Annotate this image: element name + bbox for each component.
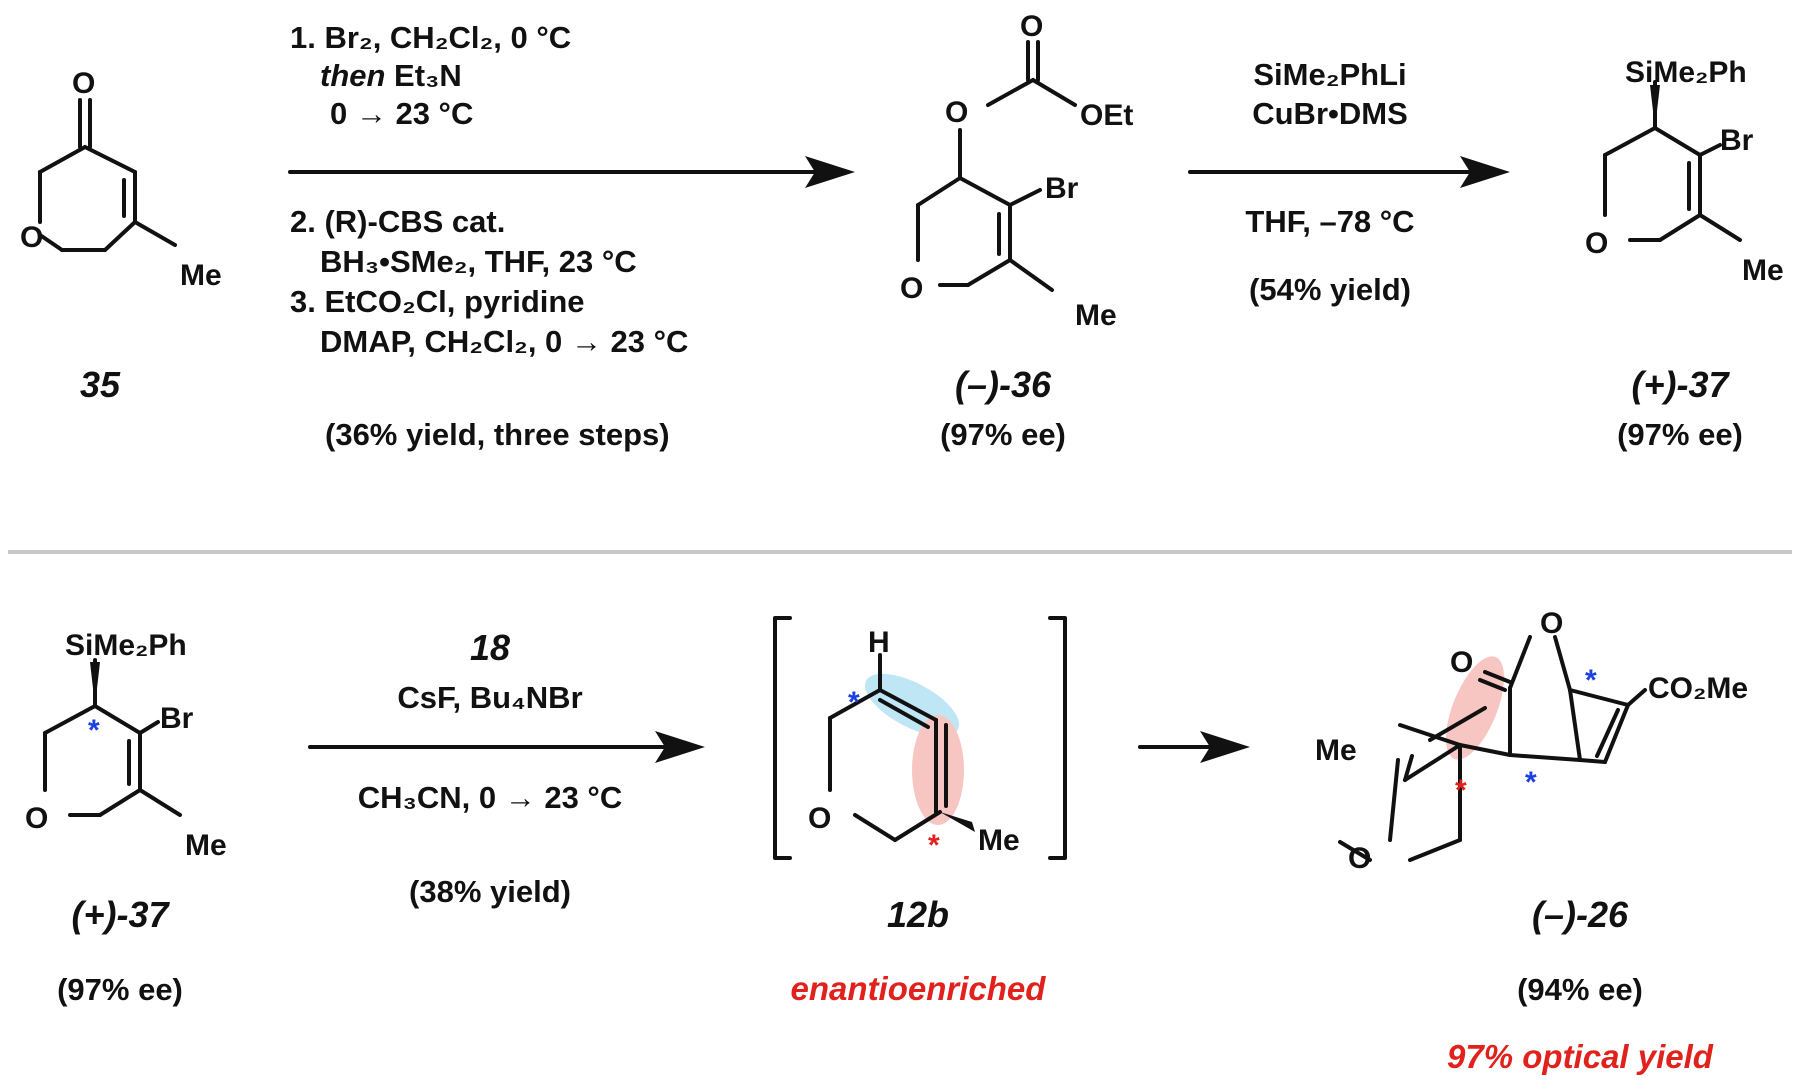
ring-oxygen-atom: O [20, 221, 43, 254]
step3-arrow [308, 731, 705, 763]
stereo-star-blue-1: * [1585, 664, 1597, 697]
reagent-18-label: 18 [470, 627, 510, 668]
step3-conditions: 18 CsF, Bu₄NBr CH₃CN, 0 → 23 °C (38% yie… [358, 627, 622, 909]
compound-37-top-structure: SiMe₂Ph Br O Me [1585, 56, 1784, 287]
compound-12b-label: 12b [887, 894, 949, 935]
step1-conditions: 1. Br₂, CH₂Cl₂, 0 °C then Et₃N 0 → 23 °C… [290, 20, 688, 452]
compound-36-structure: O O OEt Br O Me [900, 10, 1133, 332]
bridge-oxygen-atom: O [1540, 607, 1563, 640]
bromine-label: Br [1045, 172, 1079, 205]
compound-37-bottom-label: (+)-37 [71, 894, 170, 935]
stereo-star-blue-2: * [1525, 766, 1537, 799]
bromine-label: Br [1720, 124, 1754, 157]
step2-conditions: SiMe₂PhLi CuBr•DMS THF, –78 °C (54% yiel… [1245, 57, 1414, 307]
step1-line1: 1. Br₂, CH₂Cl₂, 0 °C [290, 20, 571, 55]
carbonyl-oxygen-atom: O [72, 67, 95, 100]
step1-line4: 2. (R)-CBS cat. [290, 204, 505, 239]
compound-37-top-label: (+)-37 [1631, 364, 1730, 405]
stereocenter-star-blue: * [88, 714, 100, 747]
compound-26-ee: (94% ee) [1517, 972, 1643, 1007]
methyl-label: Me [185, 829, 227, 862]
ring-oxygen-atom: O [1585, 227, 1608, 260]
compound-36-ee: (97% ee) [940, 417, 1066, 452]
silyl-label: SiMe₂Ph [65, 629, 187, 662]
compound-12b-structure: H O Me * * [773, 616, 1067, 862]
step2-line2: CuBr•DMS [1252, 96, 1408, 131]
stereo-star-blue: * [848, 686, 860, 719]
step3-yield: (38% yield) [409, 874, 571, 909]
step3-line2: CsF, Bu₄NBr [397, 680, 582, 715]
ring-oxygen-atom: O [900, 272, 923, 305]
step2-line1: SiMe₂PhLi [1253, 57, 1406, 92]
compound-26-structure: O O CO₂Me Me O * * * [1315, 607, 1748, 875]
step2-arrow [1188, 156, 1510, 188]
carbonyl-oxygen-atom: O [1450, 646, 1473, 679]
compound-35-structure: O O Me [20, 67, 222, 292]
ester-label: CO₂Me [1648, 672, 1748, 705]
methyl-label: Me [978, 824, 1020, 857]
step1-line6: 3. EtCO₂Cl, pyridine [290, 284, 585, 319]
ring-oxygen-atom: O [25, 802, 48, 835]
step1-line7: DMAP, CH₂Cl₂, 0 → 23 °C [320, 324, 688, 359]
silyl-label: SiMe₂Ph [1625, 56, 1747, 89]
ethoxy-label: OEt [1080, 99, 1133, 132]
methyl-label: Me [180, 259, 222, 292]
compound-36-label: (–)-36 [955, 364, 1052, 405]
step1-yield: (36% yield, three steps) [325, 417, 670, 452]
step4-arrow [1138, 731, 1250, 763]
compound-37-top-ee: (97% ee) [1617, 417, 1743, 452]
compound-26-note: 97% optical yield [1447, 1038, 1714, 1075]
ring-oxygen-atom: O [1348, 842, 1371, 875]
step2-yield: (54% yield) [1249, 272, 1411, 307]
compound-26-label: (–)-26 [1532, 894, 1629, 935]
bromine-label: Br [160, 702, 194, 735]
hydrogen-atom: H [868, 626, 890, 659]
methyl-label: Me [1075, 299, 1117, 332]
carbonate-oxygen-top: O [1020, 10, 1043, 43]
stereo-star-red: * [928, 829, 940, 862]
compound-37-bottom-ee: (97% ee) [57, 972, 183, 1007]
step1-arrow [288, 156, 855, 188]
methyl-label: Me [1315, 734, 1357, 767]
step1-line3: 0 → 23 °C [330, 96, 473, 131]
compound-35-label: 35 [80, 364, 121, 405]
methyl-label: Me [1742, 254, 1784, 287]
compound-12b-note: enantioenriched [791, 970, 1047, 1007]
step2-line3: THF, –78 °C [1245, 204, 1414, 239]
step1-line5: BH₃•SMe₂, THF, 23 °C [320, 244, 637, 279]
carbonate-oxygen-link: O [945, 96, 968, 129]
step3-line3: CH₃CN, 0 → 23 °C [358, 780, 622, 815]
stereo-star-red: * [1455, 774, 1467, 807]
ring-oxygen-atom: O [808, 802, 831, 835]
step1-line2: then Et₃N [320, 58, 462, 93]
compound-37-bottom-structure: SiMe₂Ph Br O Me * [25, 629, 227, 862]
